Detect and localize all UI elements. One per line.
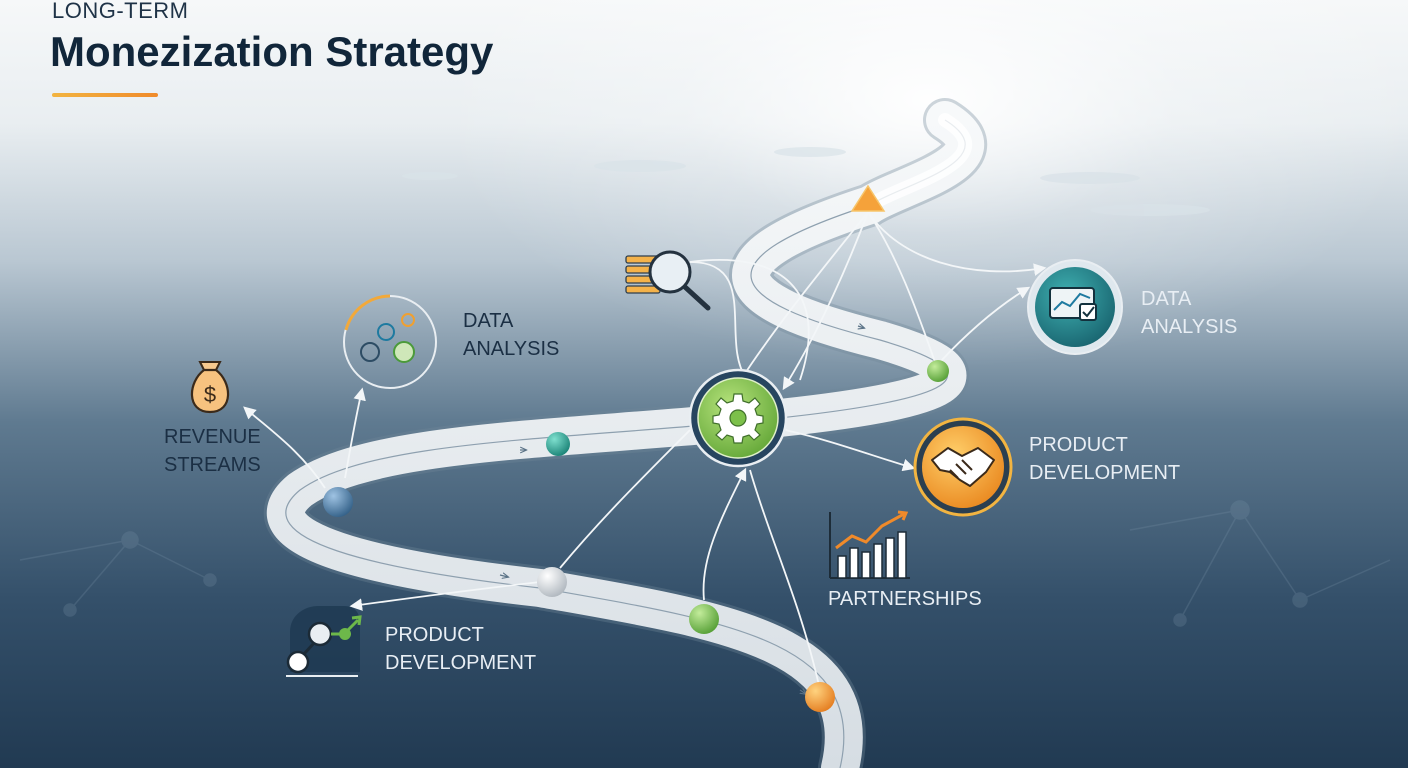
milestone-green-lower [689,604,719,634]
handshake-icon [913,417,1013,517]
winding-road [264,98,987,768]
label-revenue-streams-line-2: STREAMS [164,454,261,476]
label-product-development-bottom: PRODUCT DEVELOPMENT [385,621,536,677]
label-product-development-right-line-1: PRODUCT [1029,434,1128,456]
label-partnerships: PARTNERSHIPS [828,588,982,610]
label-data-analysis-right-line-2: ANALYSIS [1141,316,1238,338]
label-product-development-bottom-line-2: DEVELOPMENT [385,652,537,674]
label-data-analysis-right-line-1: DATA [1141,288,1192,310]
milestones [323,360,949,712]
label-data-analysis-left: DATA ANALYSIS [463,307,559,363]
magnifier-icon [625,250,711,311]
label-product-development-right: PRODUCT DEVELOPMENT [1029,431,1180,487]
label-revenue-streams-line-1: REVENUE [164,426,261,448]
title-accent-bar [52,93,158,97]
connector-arrows [243,211,1047,691]
label-data-analysis-left-line-2: ANALYSIS [463,338,560,360]
growth-nodes-icon [286,606,362,677]
milestone-orange [805,682,835,712]
network-overlay [19,500,1391,627]
gear-icon [688,368,788,468]
svg-text:$: $ [204,382,216,407]
summit-triangle-icon [850,184,886,212]
clouds [402,147,1210,216]
label-data-analysis-left-line-1: DATA [463,310,514,332]
page-title: Monezization Strategy [50,28,494,75]
dashboard-chart-icon [1027,259,1123,355]
bar-chart-icon [829,510,910,579]
gears-icon [343,294,437,389]
milestone-green-upper [927,360,949,382]
milestone-teal [546,432,570,456]
label-revenue-streams: REVENUE STREAMS [164,423,261,479]
money-bag-icon: $ [190,361,230,414]
milestone-blue [323,487,353,517]
label-product-development-bottom-line-1: PRODUCT [385,624,484,646]
label-data-analysis-right: DATA ANALYSIS [1141,285,1237,341]
label-product-development-right-line-2: DEVELOPMENT [1029,462,1181,484]
milestone-silver [537,567,567,597]
header-eyebrow: LONG-TERM [52,0,189,23]
